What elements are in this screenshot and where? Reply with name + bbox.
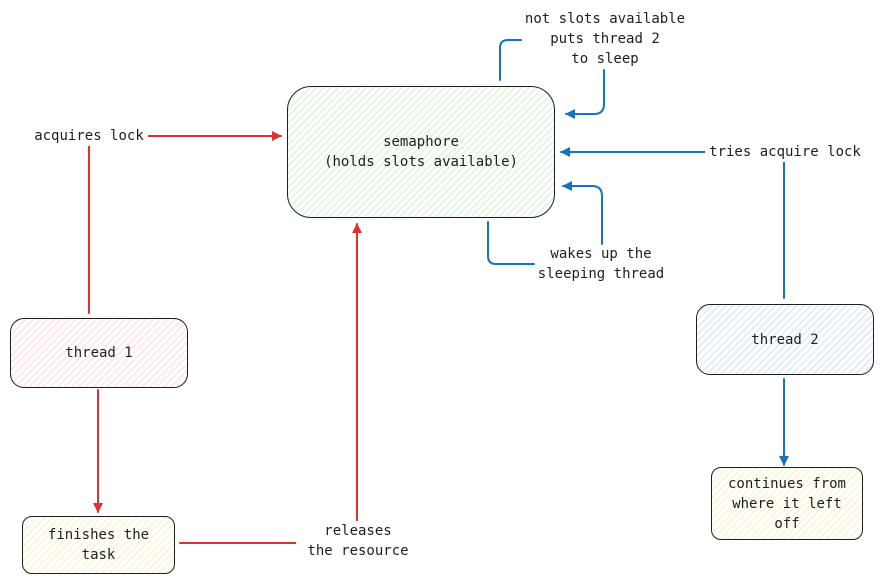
label-tries-acquire-lock: tries acquire lock	[705, 142, 865, 162]
continues-label: continues from where it left off	[727, 475, 846, 532]
thread-1-node: thread 1	[10, 318, 188, 388]
arrow-acquires-lock	[88, 131, 282, 314]
thread-2-label: thread 2	[751, 331, 819, 348]
label-wakes-up: wakes up the sleeping thread	[537, 246, 665, 282]
label-acquires-lock: acquires lock	[30, 126, 148, 146]
label-releases-resource: releases the resource	[296, 521, 420, 561]
continues-node: continues from where it left off	[711, 467, 863, 540]
arrow-releases-resource	[179, 223, 362, 544]
finishes-task-label: finishes the task	[47, 527, 150, 563]
label-not-slots-available: not slots available puts thread 2 to sle…	[524, 11, 686, 67]
semaphore-label: semaphore (holds slots available)	[324, 134, 518, 170]
thread-2-node: thread 2	[696, 304, 874, 375]
arrow-wakes-up	[487, 186, 603, 265]
arrow-puts-to-sleep	[499, 39, 605, 114]
thread-1-label: thread 1	[65, 345, 133, 361]
semaphore-node: semaphore (holds slots available)	[287, 86, 555, 218]
finishes-task-node: finishes the task	[22, 516, 175, 574]
